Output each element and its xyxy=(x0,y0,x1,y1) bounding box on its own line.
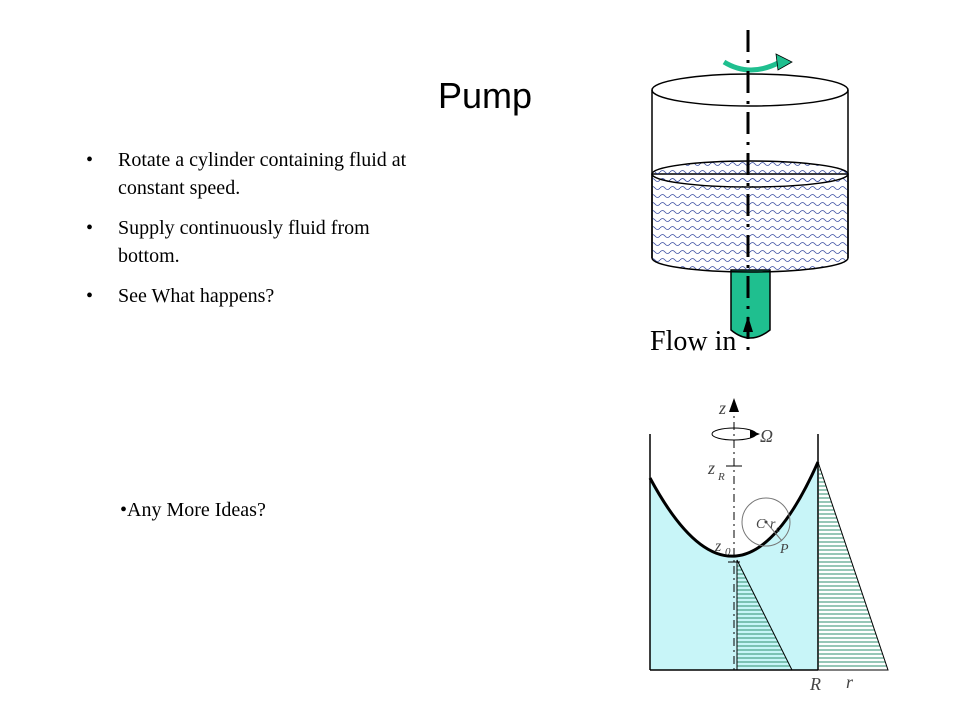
circle-radius-line xyxy=(765,521,783,542)
omega-label: Ω xyxy=(760,426,773,446)
z-r-subscript: R xyxy=(717,471,725,483)
bullet-item: See What happens? xyxy=(86,282,431,310)
cylinder-top-rim xyxy=(651,73,849,107)
omega-arrowhead-icon xyxy=(750,430,760,438)
point-p-label: P xyxy=(779,542,789,557)
osculating-circle xyxy=(741,497,791,547)
bullet-item: Supply continuously fluid from bottom. xyxy=(86,214,431,270)
fluid-surface xyxy=(651,160,849,188)
free-surface-curve xyxy=(648,461,820,558)
bullet-item: Rotate a cylinder containing fluid at co… xyxy=(86,146,431,202)
circle-radius-label: r xyxy=(770,517,776,532)
circle-center-label: C xyxy=(756,517,766,532)
flow-in-arrow-icon xyxy=(743,316,753,332)
z-r-label: z xyxy=(707,458,715,478)
z-0-label: z xyxy=(714,538,722,555)
z-0-subscript: 0 xyxy=(725,546,731,558)
fluid-volume xyxy=(651,173,849,273)
radius-tick-label: R xyxy=(809,674,821,694)
pressure-triangle-wall xyxy=(817,461,889,671)
circle-radius-subscript: c xyxy=(776,524,781,535)
pressure-triangle-center xyxy=(736,559,793,671)
inlet-pipe xyxy=(730,269,771,339)
rotation-arrow-icon xyxy=(722,59,782,73)
rotation-arrowhead-icon xyxy=(775,53,793,71)
circle-center-dot xyxy=(764,520,768,524)
slide-title: Pump xyxy=(438,75,533,116)
bullet-list: Rotate a cylinder containing fluid at co… xyxy=(86,146,431,322)
flow-in-label: Flow in xyxy=(650,326,737,357)
any-more-ideas-text: •Any More Ideas? xyxy=(120,499,266,521)
z-axis-arrowhead-icon xyxy=(729,398,739,412)
z-axis-label: z xyxy=(718,398,726,418)
r-axis-label: r xyxy=(846,672,854,692)
